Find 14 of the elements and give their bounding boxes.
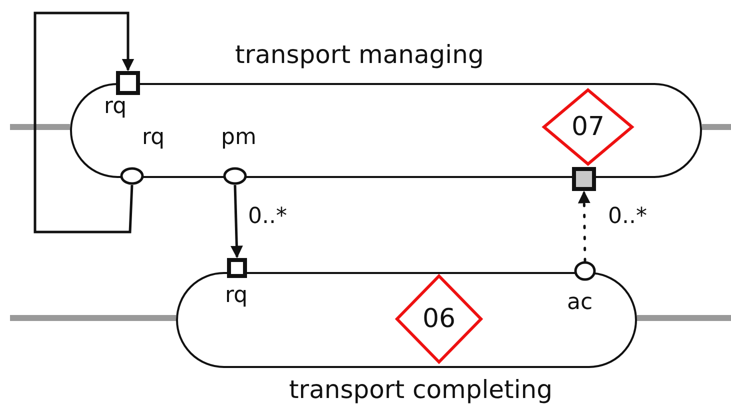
- arrow: [34, 12, 134, 234]
- diamond-marker: [395, 274, 483, 364]
- diamond-number: 07: [570, 112, 606, 142]
- port-label: rq: [142, 126, 165, 150]
- process-title: transport completing: [289, 375, 553, 405]
- process-title: transport managing: [235, 40, 484, 70]
- dotted-arrow: [578, 190, 590, 262]
- port-label: rq: [104, 95, 127, 119]
- port-label: ac: [567, 291, 593, 315]
- diamond-number: 06: [421, 304, 457, 334]
- port-label: rq: [225, 284, 248, 308]
- port-label: pm: [221, 126, 256, 150]
- arrow: [230, 184, 243, 258]
- diamond-marker: [542, 88, 634, 166]
